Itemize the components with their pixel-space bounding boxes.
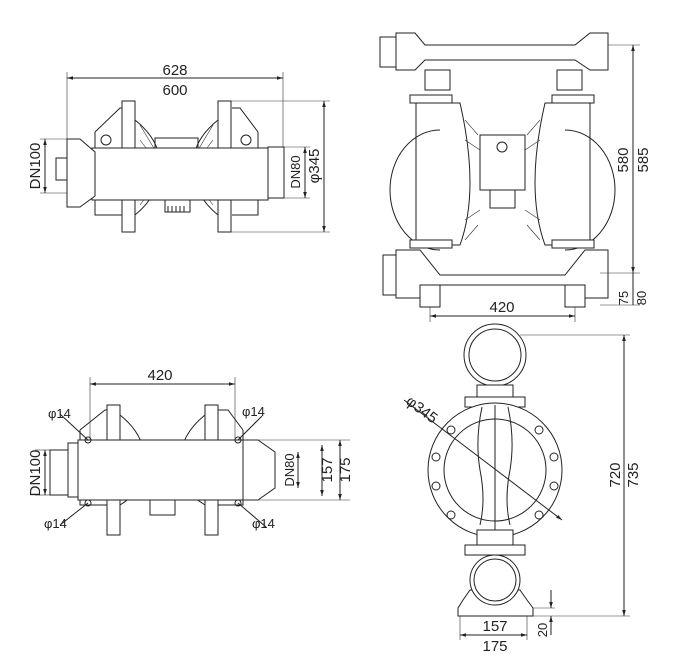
dim-dn80-bottom: DN80 — [282, 453, 297, 486]
dim-80: 80 — [634, 291, 649, 305]
bottom-view: 420 φ14 φ14 φ14 φ14 DN100 DN80 157 175 — [27, 367, 354, 536]
hole-label-tl: φ14 — [48, 406, 71, 421]
outlet-bottom — [242, 439, 276, 501]
muffler — [489, 189, 516, 209]
center-body — [479, 134, 526, 191]
inlet-cap — [66, 138, 96, 208]
air-muffler — [164, 199, 191, 213]
dim-628: 628 — [162, 62, 187, 79]
dim-600: 600 — [162, 82, 187, 99]
dim-175-side: 175 — [482, 638, 507, 655]
hole-label-tr: φ14 — [242, 404, 265, 419]
top-pipe — [463, 323, 527, 387]
dim-720: 720 — [607, 462, 624, 487]
left-chamber — [415, 102, 471, 246]
bottom-pipe — [469, 554, 521, 606]
dim-dn80: DN80 — [288, 155, 303, 188]
dim-phi345-side: φ345 — [403, 393, 441, 427]
manifold-pipe-bottom — [77, 439, 244, 501]
outlet-cap — [267, 146, 285, 199]
dim-75: 75 — [616, 291, 631, 305]
dim-420-front: 420 — [489, 299, 514, 316]
top-manifold — [395, 32, 609, 71]
dim-20: 20 — [535, 623, 550, 637]
dim-175-bottom: 175 — [337, 457, 354, 482]
dim-735: 735 — [625, 462, 642, 487]
dim-157-side: 157 — [482, 618, 507, 635]
dim-585: 585 — [635, 147, 652, 172]
dim-phi345: φ345 — [306, 149, 323, 184]
top-view: 628 600 DN100 DN80 φ345 — [27, 62, 330, 233]
right-chamber — [534, 102, 591, 246]
side-view: φ345 720 735 20 157 175 — [403, 323, 642, 655]
front-view: 580 585 75 80 420 — [379, 32, 652, 322]
manifold-pipe — [91, 147, 269, 201]
hole-label-bl: φ14 — [44, 516, 67, 531]
flange-bolt-holes — [431, 425, 559, 520]
dim-dn100-bottom: DN100 — [27, 450, 44, 497]
dim-157-bottom: 157 — [319, 457, 336, 482]
hole-label-br: φ14 — [252, 516, 275, 531]
dim-420-bottom: 420 — [147, 367, 172, 384]
dim-dn100: DN100 — [27, 143, 44, 190]
inlet-bottom — [49, 449, 69, 496]
dim-580: 580 — [615, 147, 632, 172]
